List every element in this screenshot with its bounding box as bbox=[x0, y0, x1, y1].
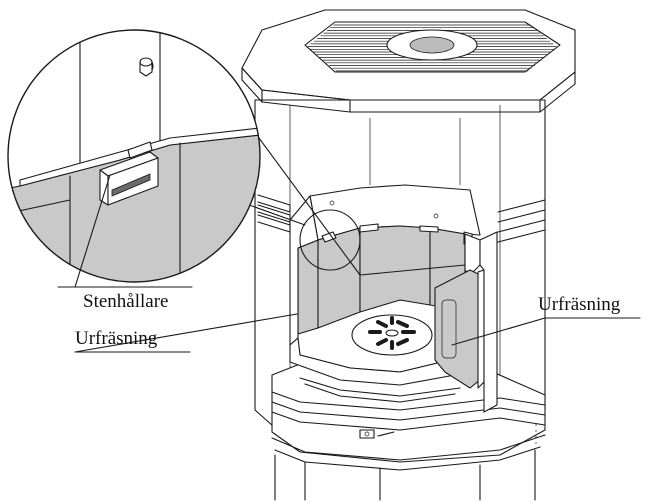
leader-lines bbox=[57, 174, 641, 353]
firebox bbox=[289, 184, 498, 413]
leader-groove-right bbox=[451, 317, 546, 346]
leader-groove-left bbox=[74, 313, 298, 353]
label-groove-left: Urfräsning bbox=[75, 328, 158, 349]
leader-stone-holder bbox=[74, 174, 111, 288]
top-grate bbox=[304, 21, 561, 73]
label-groove-right: Urfräsning bbox=[538, 294, 621, 315]
label-stone-holder: Stenhållare bbox=[83, 291, 168, 312]
